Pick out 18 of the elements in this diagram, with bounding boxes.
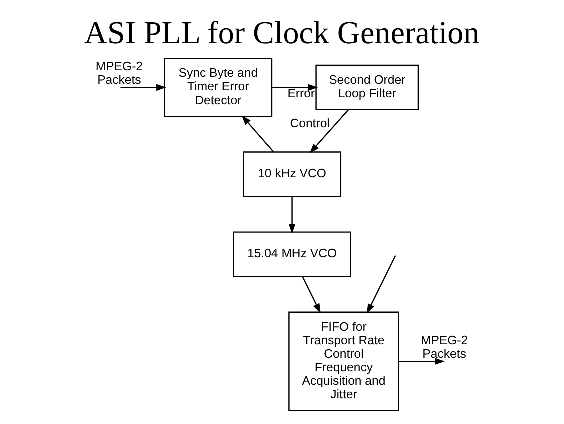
arrow xyxy=(366,256,396,314)
edge-label: Error xyxy=(288,86,316,100)
arrow xyxy=(272,84,318,92)
node-box: 10 kHz VCO xyxy=(243,152,342,198)
node-box: Sync Byte and Timer Error Detector xyxy=(164,58,273,118)
edge-label: Control xyxy=(290,116,330,130)
edge-label: MPEG-2 Packets xyxy=(420,333,468,361)
diagram-title: ASI PLL for Clock Generation xyxy=(84,14,480,51)
arrow xyxy=(242,116,274,153)
node-box: Second Order Loop Filter xyxy=(316,64,420,110)
arrow xyxy=(120,84,166,92)
node-box: FIFO for Transport Rate Control Frequency Acquisition and Jitter xyxy=(288,312,400,412)
edge-label: MPEG-2 Packets xyxy=(96,59,144,87)
arrow xyxy=(288,196,296,234)
node-box: 15.04 MHz VCO xyxy=(233,232,352,278)
arrow xyxy=(398,358,445,366)
arrow xyxy=(310,110,349,154)
arrow xyxy=(302,276,321,314)
